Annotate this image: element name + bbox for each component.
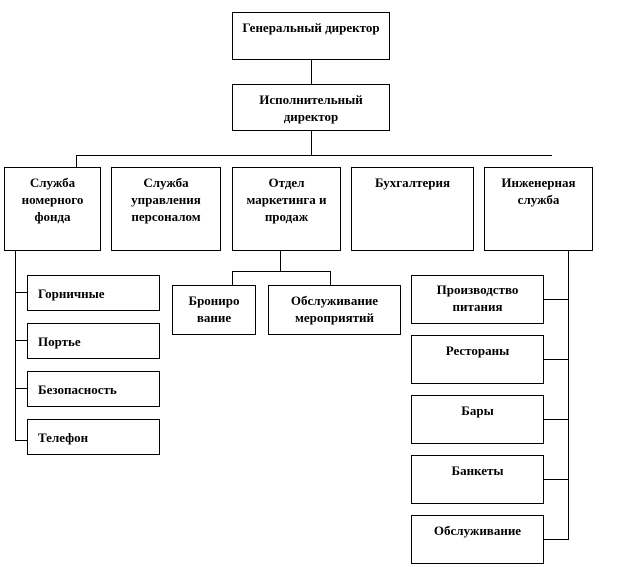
connector — [15, 292, 27, 293]
general-director-box: Генеральный директор — [232, 12, 390, 60]
connector — [232, 271, 233, 285]
department-box: Отдел маркетинга и продаж — [232, 167, 341, 251]
unit-box: Банкеты — [411, 455, 544, 504]
connector — [543, 539, 568, 540]
unit-box: Обслуживание — [411, 515, 544, 564]
connector — [543, 359, 568, 360]
department-box: Служба управления персоналом — [111, 167, 221, 251]
unit-box: Брониро вание — [172, 285, 256, 335]
connector — [330, 271, 331, 285]
connector — [76, 155, 77, 167]
connector — [15, 340, 27, 341]
unit-box: Портье — [27, 323, 160, 359]
department-box: Инженерная служба — [484, 167, 593, 251]
connector — [15, 440, 27, 441]
connector — [543, 479, 568, 480]
connector — [232, 271, 331, 272]
department-box: Бухгалтерия — [351, 167, 474, 251]
connector — [280, 251, 281, 271]
connector — [543, 419, 568, 420]
connector — [311, 60, 312, 84]
connector — [311, 131, 312, 155]
executive-director-box: Исполнительный директор — [232, 84, 390, 131]
unit-box: Бары — [411, 395, 544, 444]
connector — [15, 251, 16, 440]
department-box: Служба номерного фонда — [4, 167, 101, 251]
connector — [568, 251, 569, 540]
connector — [543, 299, 568, 300]
unit-box: Телефон — [27, 419, 160, 455]
connector — [15, 388, 27, 389]
connector — [76, 155, 552, 156]
unit-box: Производство питания — [411, 275, 544, 324]
unit-box: Горничные — [27, 275, 160, 311]
unit-box: Безопасность — [27, 371, 160, 407]
unit-box: Обслуживание мероприятий — [268, 285, 401, 335]
unit-box: Рестораны — [411, 335, 544, 384]
